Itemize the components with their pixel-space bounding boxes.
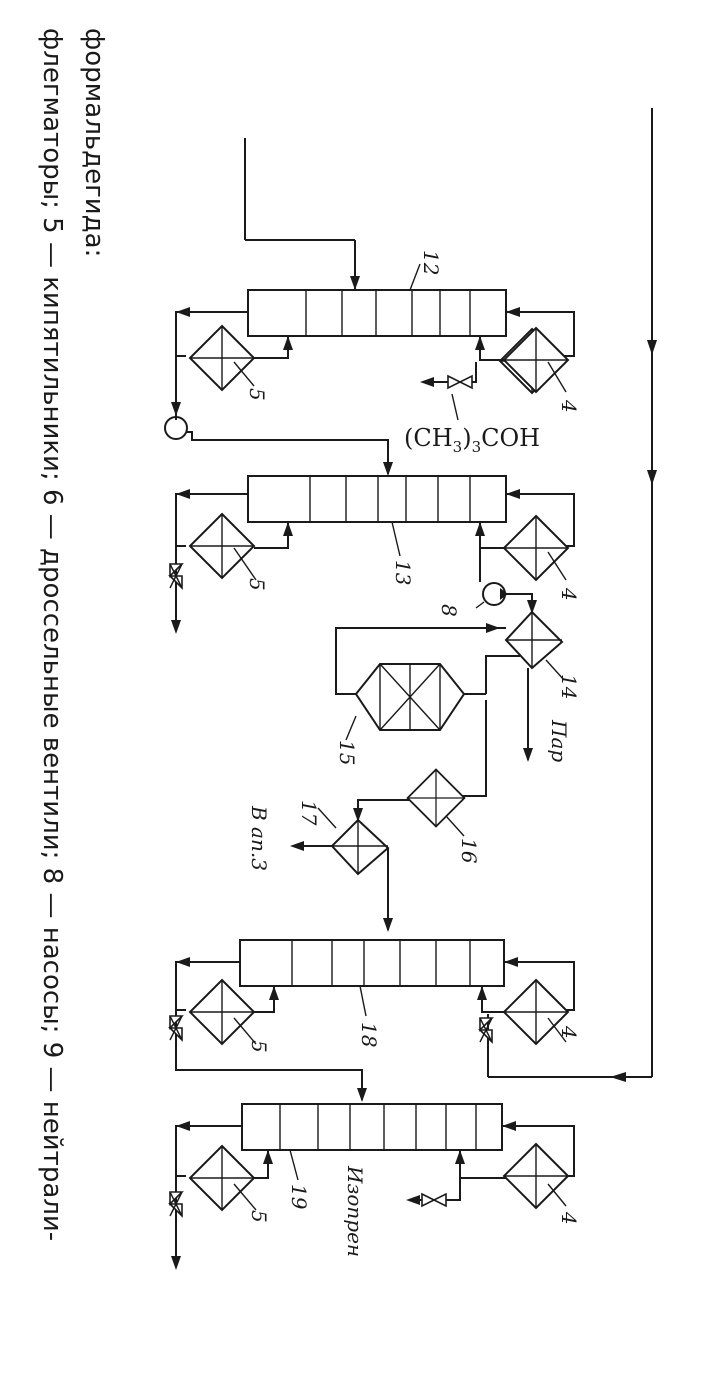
tbuoh-d: 3 xyxy=(472,438,482,456)
reboiler-hx-18 xyxy=(189,979,255,1045)
caption-line-1: формальдегида: xyxy=(79,28,109,257)
label-5-col12: 5 xyxy=(245,388,269,401)
label-8: 8 xyxy=(437,604,461,617)
separator-17 xyxy=(290,807,393,932)
column-18-reboiler xyxy=(175,957,367,1102)
label-tert-butanol: (CH3)3COH xyxy=(404,424,540,456)
label-4-col19: 4 xyxy=(557,1211,581,1225)
heat-exchanger-14 xyxy=(335,610,565,762)
label-5-col18: 5 xyxy=(247,1040,271,1053)
reboiler-hx-12 xyxy=(189,325,255,391)
right-return-line xyxy=(488,108,657,1082)
label-18: 18 xyxy=(357,1022,381,1047)
label-13: 13 xyxy=(391,560,415,585)
label-12: 12 xyxy=(419,250,443,275)
reactor-15 xyxy=(345,663,486,741)
column-13: 13 xyxy=(247,475,507,585)
tbuoh-e: COH xyxy=(481,424,540,452)
label-17: 17 xyxy=(297,800,321,826)
caption-line-2: флегматоры; 5 — кипятильники; 6 — дроссе… xyxy=(37,28,67,1241)
column-12: 12 xyxy=(247,250,507,337)
pump-left-12-13 xyxy=(164,402,393,476)
reflux-hx-13 xyxy=(503,515,569,581)
tbuoh-a: (CH xyxy=(404,424,453,452)
column-19-reboiler xyxy=(171,1121,273,1270)
reboiler-hx-13 xyxy=(189,513,255,579)
label-14: 14 xyxy=(557,674,581,699)
inlet-line xyxy=(244,138,360,290)
reflux-hx-19 xyxy=(503,1143,569,1209)
label-19: 19 xyxy=(287,1184,311,1210)
valve-18-top xyxy=(479,1017,493,1043)
label-16: 16 xyxy=(457,838,481,864)
label-4-col12: 4 xyxy=(557,399,581,413)
column-19-reflux xyxy=(406,1121,575,1207)
label-5-col13: 5 xyxy=(245,578,269,591)
label-5-col19: 5 xyxy=(247,1210,271,1223)
label-isoprene: Изопрен xyxy=(343,1165,367,1257)
heat-exchanger-16 xyxy=(353,700,487,822)
tbuoh-b: 3 xyxy=(453,438,463,456)
column-12-reboiler xyxy=(175,307,293,420)
tbutanol-drawoff xyxy=(420,362,477,389)
label-steam: Пар xyxy=(547,719,571,762)
pump-8 xyxy=(475,548,537,614)
reflux-hx-12 xyxy=(503,327,569,393)
label-to-unit-3: В ап.3 xyxy=(247,805,271,871)
label-4-col13: 4 xyxy=(557,587,581,601)
column-19: 19 xyxy=(241,1103,503,1210)
caption: формальдегида: флегматоры; 5 — кипятильн… xyxy=(37,28,109,1241)
tbuoh-c: ) xyxy=(462,424,471,452)
column-18-reflux xyxy=(477,957,575,1077)
label-15: 15 xyxy=(335,740,359,765)
label-4-col18: 4 xyxy=(557,1025,581,1039)
column-18: 18 xyxy=(239,939,505,1047)
reboiler-hx-19 xyxy=(189,1145,255,1211)
cooler-hx-16 xyxy=(406,768,466,828)
